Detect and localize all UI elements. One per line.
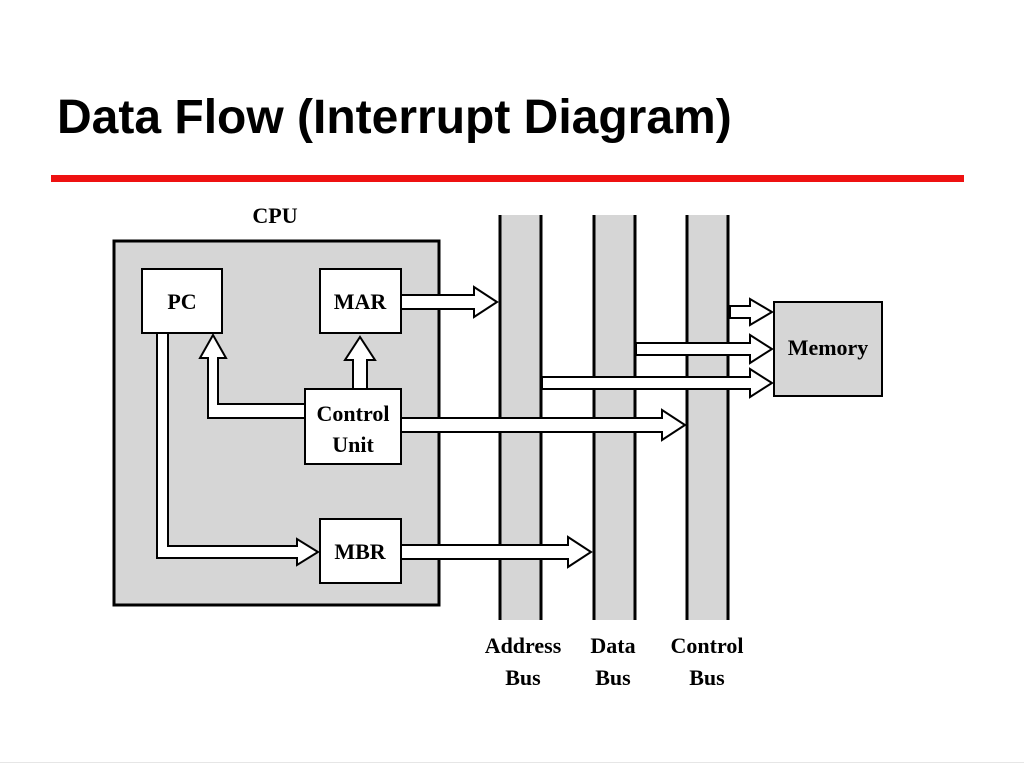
control-unit: Control Unit [304, 388, 402, 465]
control-bus-to-memory-arrow [729, 297, 774, 327]
address-bus-label-line2: Bus [505, 665, 541, 690]
data-bus-to-memory-arrow [635, 333, 774, 365]
mbr-register: MBR [319, 518, 402, 584]
pc-register: PC [141, 268, 223, 334]
control-unit-to-control-bus-arrow [400, 408, 687, 442]
control-unit-label-line1: Control [317, 401, 390, 426]
slide-title: Data Flow (Interrupt Diagram) [57, 91, 732, 144]
control-bus-label-line1: Control [671, 633, 744, 658]
control-bus-label-line2: Bus [689, 665, 725, 690]
control-unit-to-mar-arrow [343, 335, 377, 390]
control-unit-label-line2: Unit [332, 432, 374, 457]
memory-label: Memory [788, 335, 869, 360]
mar-label: MAR [334, 289, 388, 314]
mar-register: MAR [319, 268, 402, 334]
pc-to-mbr-arrow [156, 332, 320, 567]
data-bus-label-line2: Bus [595, 665, 631, 690]
mbr-to-data-bus-arrow [400, 535, 593, 569]
address-bus-label-line1: Address [485, 633, 562, 658]
control-unit-to-pc-arrow [198, 332, 306, 419]
pc-label: PC [167, 289, 196, 314]
control-bus [685, 215, 730, 620]
mar-to-address-bus-arrow [400, 285, 499, 319]
cpu-label: CPU [252, 203, 297, 228]
memory-box: Memory [773, 301, 883, 397]
footer-divider [0, 762, 1024, 763]
title-underline [51, 175, 964, 182]
address-bus-to-memory-arrow [541, 367, 774, 399]
data-bus-label-line1: Data [590, 633, 635, 658]
mbr-label: MBR [334, 539, 386, 564]
